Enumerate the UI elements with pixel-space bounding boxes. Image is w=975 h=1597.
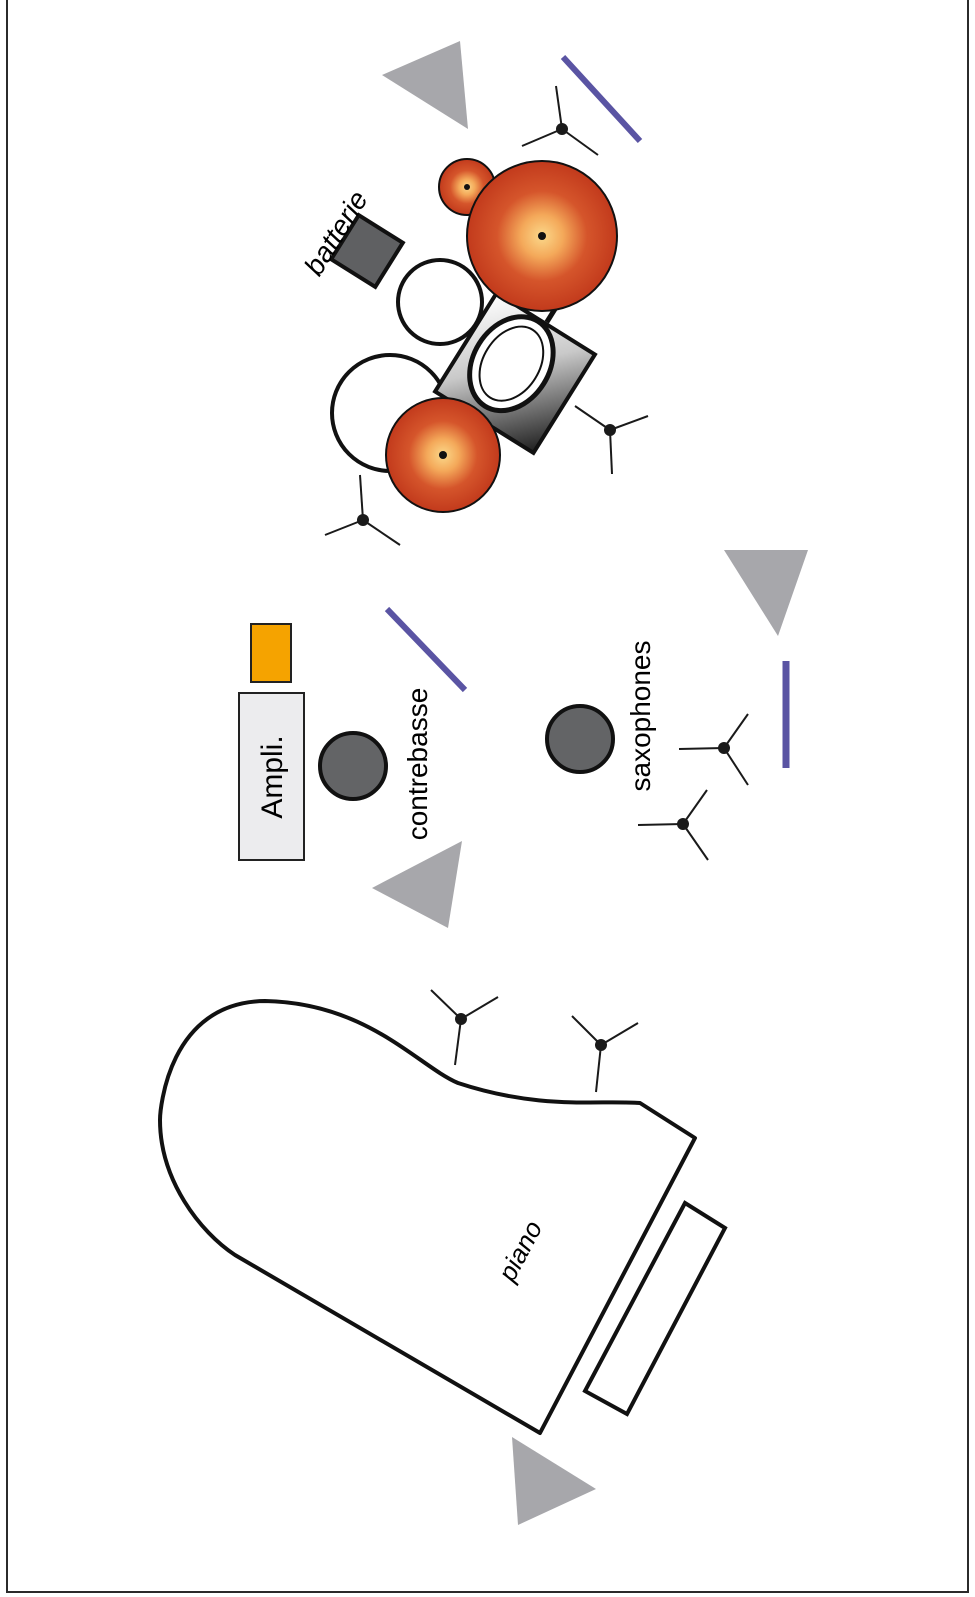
amp-label: Ampli. [256,735,289,818]
saxophones-label: saxophones [625,640,656,791]
stage-monitor-icon [372,41,808,1525]
mic-drums-1 [324,474,401,546]
amp-box [238,692,305,861]
acoustic-panel-icon [384,54,790,768]
stage-frame [6,0,969,1593]
mic-piano-1 [430,989,499,1066]
mic-sax-1 [678,713,749,786]
mic-piano-2 [571,1015,639,1093]
drum-throne [328,212,406,290]
gobo-drums [560,54,643,144]
cymbal-ride [466,160,618,312]
rack-tom [396,258,484,346]
cymbal-left [385,397,501,513]
bass-seat [318,731,388,801]
mic-sax-2 [637,789,709,861]
sax-seat [545,704,615,774]
mic-drums-2 [574,405,649,475]
contrebasse-label: contrebasse [402,688,433,841]
amp-head [250,623,292,683]
piano: piano [158,999,728,1435]
drum-kit: batterie [298,158,618,513]
monitor-piano [512,1437,596,1525]
mic-drums-3 [521,85,599,156]
gobo-bass [384,606,468,693]
monitor-sax [724,550,808,636]
sax-station: saxophones [545,640,656,792]
piano-keyboard [582,1200,728,1417]
monitor-drums [382,41,468,129]
monitor-bass [372,841,462,928]
microphone-stand-icon [324,85,749,1093]
piano-body [158,999,697,1435]
bass-station: Ampli. contrebasse [238,623,433,861]
